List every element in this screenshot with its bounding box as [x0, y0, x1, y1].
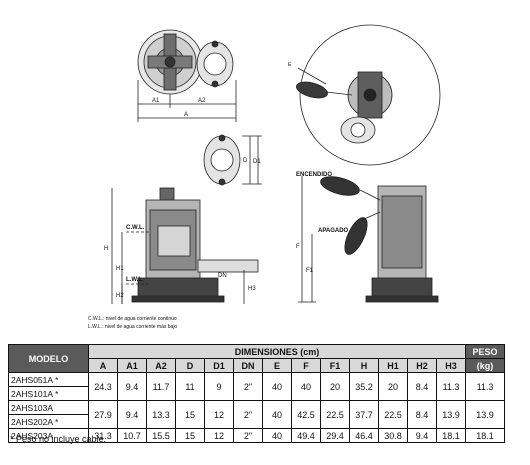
value-cell: 24.3	[88, 372, 118, 401]
dim-d-label: D	[243, 158, 248, 164]
dimensions-header: DIMENSIONES (cm)	[88, 344, 466, 359]
dim-f1-label: F1	[306, 268, 314, 274]
column-header: D	[175, 358, 205, 373]
value-cell: 12	[204, 428, 234, 443]
dim-h3-label: H3	[248, 286, 256, 292]
dim-h1-label: H1	[116, 266, 124, 272]
table-row: 2AHS101A *	[8, 386, 505, 401]
weight-cell: 18.1	[465, 428, 505, 443]
note-lwl: L.W.L.: nivel de agua corriente más bajo	[88, 324, 177, 330]
pump-float-view	[298, 176, 439, 303]
apagado-label: APAGADO	[318, 228, 349, 234]
pump-top-view	[137, 29, 237, 122]
value-cell: 11.7	[146, 372, 176, 401]
value-cell: 2"	[233, 400, 263, 429]
value-cell: 20	[320, 372, 350, 401]
column-header: E	[262, 358, 292, 373]
encendido-label: ENCENDIDO	[296, 172, 332, 178]
value-cell: 18.1	[436, 428, 466, 443]
model-cell: 2AHS203A	[8, 428, 89, 443]
value-cell: 35.2	[349, 372, 379, 401]
column-header: A	[88, 358, 118, 373]
value-cell: 9.4	[117, 400, 147, 429]
column-header: D1	[204, 358, 234, 373]
value-cell: 37.7	[349, 400, 379, 429]
table-header-row-1: MODELO DIMENSIONES (cm) PESO	[8, 344, 505, 373]
value-cell: 9	[204, 372, 234, 401]
value-cell: 40	[262, 428, 292, 443]
float-top-view	[296, 24, 441, 166]
column-header: A2	[146, 358, 176, 373]
column-header: F1	[320, 358, 350, 373]
value-cell: 10.7	[117, 428, 147, 443]
value-cell: 27.9	[88, 400, 118, 429]
model-cell: 2AHS103A	[8, 400, 89, 415]
dim-a1-label: A1	[152, 98, 160, 104]
column-header: H3	[436, 358, 466, 373]
weight-cell: 13.9	[465, 400, 505, 429]
value-cell: 2"	[233, 372, 263, 401]
value-cell: 42.5	[291, 400, 321, 429]
model-cell: 2AHS101A *	[8, 386, 89, 401]
note-cwl: C.W.L.: nivel de agua corriente continuo	[88, 316, 177, 322]
dim-h-label: H	[104, 246, 108, 252]
flange-view	[203, 134, 262, 186]
value-cell: 9.4	[117, 372, 147, 401]
value-cell: 40	[262, 372, 292, 401]
table-row: 2AHS202A *	[8, 414, 505, 429]
footnote: * Peso no incluye cable.	[10, 434, 107, 444]
pump-side-view	[111, 187, 259, 304]
value-cell: 46.4	[349, 428, 379, 443]
value-cell: 49.4	[291, 428, 321, 443]
value-cell: 40	[262, 400, 292, 429]
dim-dn-label: DN	[218, 273, 227, 279]
value-cell: 29.4	[320, 428, 350, 443]
value-cell: 30.8	[378, 428, 408, 443]
value-cell: 22.5	[378, 400, 408, 429]
column-header: F	[291, 358, 321, 373]
cwl-label: C.W.L.	[126, 225, 145, 231]
pump-technical-drawing: A1 A2 A E D D1	[88, 24, 441, 330]
value-cell: 31.3	[88, 428, 118, 443]
value-cell: 13.3	[146, 400, 176, 429]
model-cell: 2AHS202A *	[8, 414, 89, 429]
value-cell: 8.4	[407, 400, 437, 429]
column-header: H	[349, 358, 379, 373]
value-cell: 20	[378, 372, 408, 401]
value-cell: 40	[291, 372, 321, 401]
lwl-label: L.W.L.	[126, 277, 144, 283]
model-cell: 2AHS051A *	[8, 372, 89, 387]
value-cell: 9.4	[407, 428, 437, 443]
dim-a-label: A	[184, 112, 188, 118]
value-cell: 2"	[233, 428, 263, 443]
weight-cell: 11.3	[465, 372, 505, 401]
dim-d1-label: D1	[253, 159, 261, 165]
value-cell: 11.3	[436, 372, 466, 401]
dim-a2-label: A2	[198, 98, 206, 104]
column-header: H1	[378, 358, 408, 373]
value-cell: 22.5	[320, 400, 350, 429]
value-cell: 8.4	[407, 372, 437, 401]
dim-h2-label: H2	[116, 293, 124, 299]
model-header: MODELO	[8, 344, 89, 373]
value-cell: 13.9	[436, 400, 466, 429]
weight-unit-header: (kg)	[465, 358, 505, 373]
value-cell: 12	[204, 400, 234, 429]
column-header: H2	[407, 358, 437, 373]
value-cell: 15.5	[146, 428, 176, 443]
column-header: DN	[233, 358, 263, 373]
weight-header: PESO	[465, 344, 505, 359]
value-cell: 15	[175, 428, 205, 443]
dim-e-label: E	[288, 62, 292, 68]
value-cell: 15	[175, 400, 205, 429]
value-cell: 11	[175, 372, 205, 401]
dim-f-label: F	[296, 244, 300, 250]
column-header: A1	[117, 358, 147, 373]
